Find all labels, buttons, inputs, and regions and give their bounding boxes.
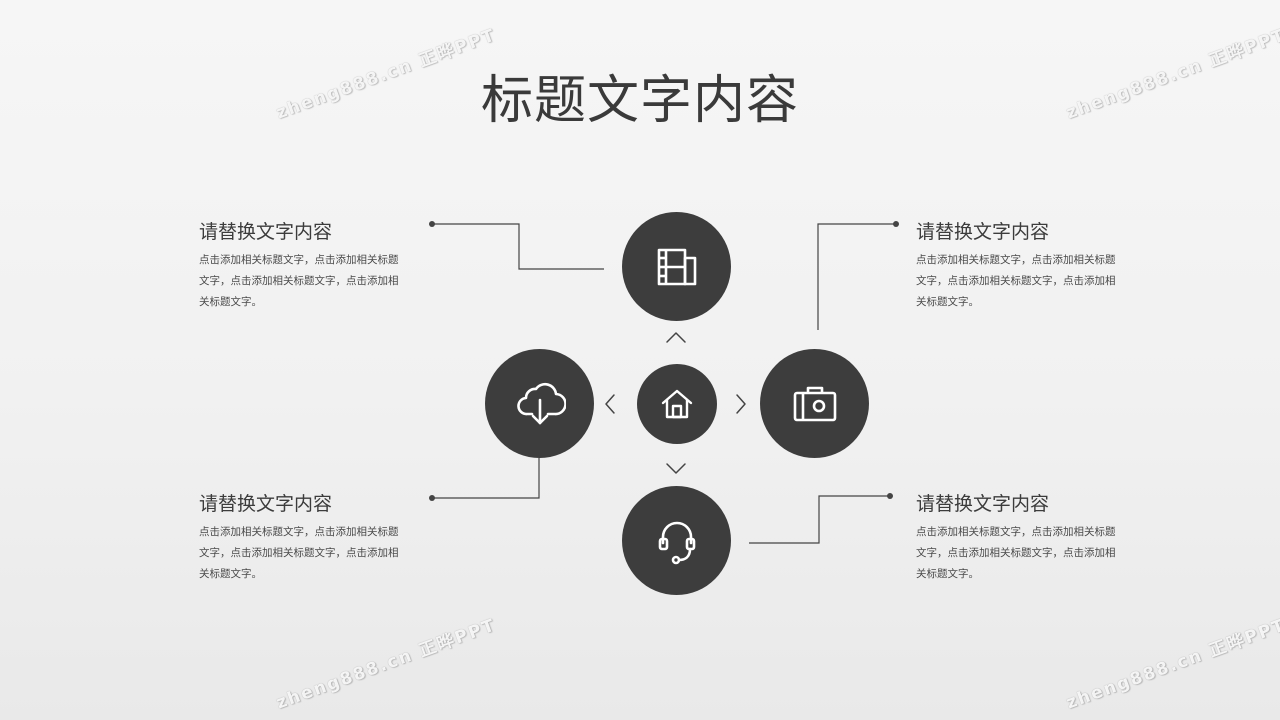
block-heading: 请替换文字内容 (199, 493, 333, 515)
film-icon (657, 248, 696, 285)
camera-circle (760, 349, 869, 458)
connector-dot (429, 221, 435, 227)
block-body: 点击添加相关标题文字，点击添加相关标题文字，点击添加相关标题文字，点击添加相关标… (199, 254, 399, 308)
chevron-left-icon (605, 394, 615, 414)
connector-bottom-right (749, 495, 890, 544)
connector-dot (429, 495, 435, 501)
cloud-download-icon (516, 382, 566, 424)
text-block-top-right: 请替换文字内容 点击添加相关标题文字，点击添加相关标题文字，点击添加相关标题文字… (916, 219, 1121, 313)
chevron-up-icon (666, 332, 686, 343)
film-circle (622, 212, 731, 321)
home-icon (661, 389, 693, 419)
connector-top-left (432, 223, 604, 270)
connector-bottom-left (432, 458, 540, 499)
home-circle (637, 364, 717, 444)
block-heading: 请替换文字内容 (916, 493, 1050, 515)
block-body: 点击添加相关标题文字，点击添加相关标题文字，点击添加相关标题文字，点击添加相关标… (199, 526, 399, 580)
headset-icon (658, 521, 695, 564)
headset-circle (622, 486, 731, 595)
page-title: 标题文字内容 (480, 71, 799, 131)
connector-dot (893, 221, 899, 227)
chevron-down-icon (666, 463, 686, 474)
text-block-bottom-left: 请替换文字内容 点击添加相关标题文字，点击添加相关标题文字，点击添加相关标题文字… (199, 491, 404, 585)
cloud-download-circle (485, 349, 594, 458)
connector-dot (887, 493, 893, 499)
block-body: 点击添加相关标题文字，点击添加相关标题文字，点击添加相关标题文字，点击添加相关标… (916, 526, 1116, 580)
chevron-right-icon (736, 394, 746, 414)
text-block-bottom-right: 请替换文字内容 点击添加相关标题文字，点击添加相关标题文字，点击添加相关标题文字… (916, 491, 1121, 585)
block-heading: 请替换文字内容 (916, 221, 1050, 243)
text-block-top-left: 请替换文字内容 点击添加相关标题文字，点击添加相关标题文字，点击添加相关标题文字… (199, 219, 404, 313)
block-heading: 请替换文字内容 (199, 221, 333, 243)
block-body: 点击添加相关标题文字，点击添加相关标题文字，点击添加相关标题文字，点击添加相关标… (916, 254, 1116, 308)
connector-top-right (817, 223, 896, 330)
camera-icon (793, 386, 836, 421)
